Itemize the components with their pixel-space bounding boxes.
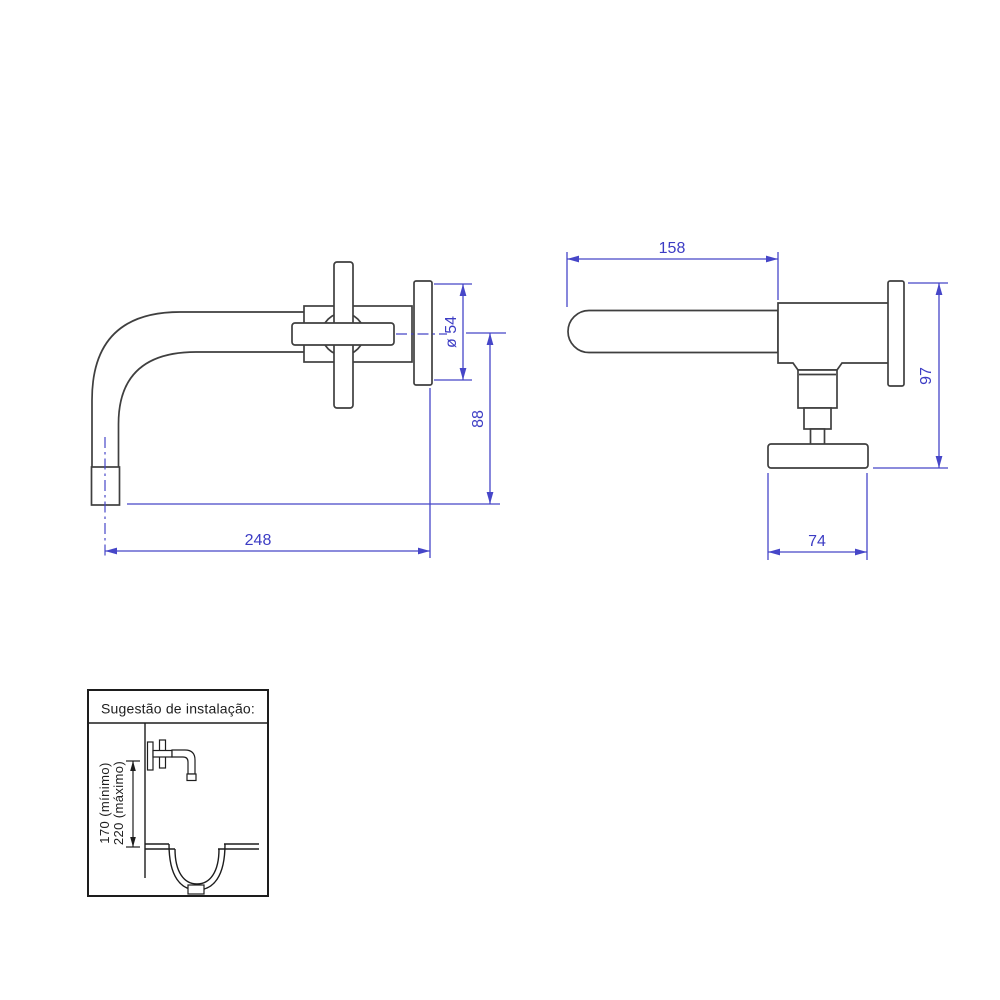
handle-stem xyxy=(809,428,826,446)
dim-label-depth: 97 xyxy=(918,367,935,385)
valve-body-top xyxy=(777,302,891,371)
wall-flange xyxy=(413,280,433,386)
side-view xyxy=(90,261,447,506)
dim-label-drop: 88 xyxy=(470,410,487,428)
top-view-dimensions: 158 97 74 xyxy=(566,240,948,560)
box-border xyxy=(87,689,269,897)
wall-flange-top xyxy=(887,280,905,387)
installation-suggestion-box: Sugestão de instalação: 170 (mínimo) 220… xyxy=(87,689,269,897)
dim-label-handle-width: 74 xyxy=(808,533,826,550)
mini-aerator xyxy=(186,773,197,782)
spout-outer-curve xyxy=(91,311,316,467)
spout-tube xyxy=(567,309,779,354)
mini-flange xyxy=(146,741,154,771)
dim-label-spout-length: 158 xyxy=(659,240,686,257)
basin-bowl-inner xyxy=(174,848,220,885)
range-label-min: 170 (mínimo) xyxy=(97,762,112,843)
handle-cross-horizontal xyxy=(291,322,395,346)
spout-inner-curve xyxy=(117,351,316,467)
mini-spout xyxy=(171,749,196,775)
valve-bonnet xyxy=(797,369,838,409)
side-view-dimensions: ø 54 88 248 xyxy=(104,283,506,558)
installation-title: Sugestão de instalação: xyxy=(101,701,255,717)
dim-label-reach: 248 xyxy=(245,532,272,549)
dim-label-diameter: ø 54 xyxy=(443,316,460,348)
handle-disc xyxy=(767,443,869,469)
mini-handle-horizontal xyxy=(152,749,173,758)
top-view xyxy=(567,280,905,469)
basin-drain xyxy=(187,884,205,895)
range-label-max: 220 (máximo) xyxy=(111,761,126,845)
valve-neck xyxy=(803,407,832,430)
